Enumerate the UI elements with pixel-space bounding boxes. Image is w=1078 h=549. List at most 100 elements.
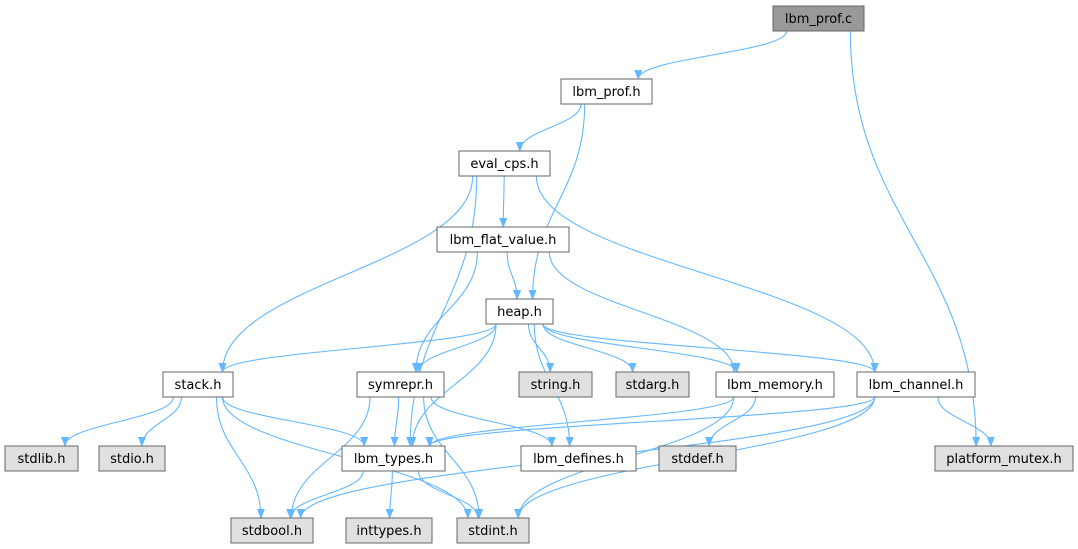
node-symrepr-h[interactable]: symrepr.h [356, 371, 445, 398]
edge-symrepr-h-to-stdint-h [423, 396, 484, 519]
edge-lbm-flat-value-h-to-symrepr-h [411, 251, 478, 373]
edge-line [221, 396, 369, 447]
node-label: lbm_memory.h [727, 378, 823, 393]
node-box [356, 371, 445, 398]
node-box [518, 371, 593, 398]
node-box [162, 371, 234, 398]
node-box [230, 517, 314, 544]
node-box [772, 5, 865, 32]
node-label: symrepr.h [368, 378, 433, 393]
edge-eval-cps-h-to-stack-h [218, 175, 474, 373]
edge-line [385, 470, 394, 519]
node-platform-mutex-h: platform_mutex.h [934, 445, 1074, 472]
edge-lbm-memory-h-to-stddef-h [705, 396, 757, 447]
node-box [4, 445, 79, 472]
node-lbm-memory-h[interactable]: lbm_memory.h [715, 371, 835, 398]
edge-line [417, 470, 483, 519]
edge-line [705, 396, 757, 447]
node-box [615, 371, 690, 398]
node-label: stddef.h [671, 452, 723, 467]
edge-eval-cps-h-to-lbm-types-h [406, 175, 478, 447]
node-label: lbm_prof.h [572, 85, 640, 100]
edge-line [137, 396, 183, 447]
edge-heap-h-to-string-h [527, 323, 555, 373]
edge-line [286, 470, 364, 519]
edge-symrepr-h-to-stdbool-h [287, 396, 371, 519]
edge-line [61, 396, 175, 447]
node-stdarg-h: stdarg.h [615, 371, 690, 398]
edge-line [215, 396, 265, 519]
edge-line [390, 396, 400, 447]
node-eval-cps-h[interactable]: eval_cps.h [458, 150, 551, 177]
edge-line [542, 323, 879, 373]
edge-line [542, 323, 741, 373]
edge-line [425, 396, 735, 447]
node-lbm-defines-h[interactable]: lbm_defines.h [520, 445, 637, 472]
node-box [456, 517, 530, 544]
edge-lbm-prof-h-to-eval-cps-h [515, 103, 582, 152]
edge-line [527, 323, 555, 373]
node-box [934, 445, 1074, 472]
edge-line [499, 175, 508, 228]
edge-lbm-flat-value-h-to-lbm-memory-h [548, 251, 739, 373]
node-box [341, 445, 446, 472]
edge-heap-h-to-lbm-channel-h [542, 323, 879, 373]
edge-line [535, 175, 879, 373]
node-inttypes-h: inttypes.h [345, 517, 433, 544]
edge-line [425, 396, 876, 447]
edge-line [506, 251, 522, 300]
edge-lbm-memory-h-to-lbm-types-h [425, 396, 735, 447]
edge-line [528, 103, 586, 300]
node-box [345, 517, 433, 544]
edge-line [937, 396, 995, 447]
edge-heap-h-to-symrepr-h [414, 323, 497, 373]
node-label: stdio.h [110, 452, 154, 467]
node-box [520, 445, 637, 472]
file-nodes: lbm_prof.c lbm_prof.h eval_cps.h lbm_flat_v… [4, 5, 1074, 544]
edge-heap-h-to-lbm-types-h [408, 323, 497, 447]
node-lbm-prof-c[interactable]: lbm_prof.c [772, 5, 865, 32]
node-box [458, 150, 551, 177]
node-stdio-h: stdio.h [98, 445, 166, 472]
edge-symrepr-h-to-lbm-defines-h [430, 396, 556, 447]
node-string-h: string.h [518, 371, 593, 398]
node-box [856, 371, 976, 398]
dependency-edges [61, 30, 995, 519]
node-box [658, 445, 737, 472]
node-box [485, 298, 554, 325]
node-stdlib-h: stdlib.h [4, 445, 79, 472]
node-label: stdarg.h [626, 378, 680, 393]
node-label: heap.h [497, 305, 542, 320]
edge-eval-cps-h-to-lbm-channel-h [535, 175, 879, 373]
node-label: platform_mutex.h [946, 452, 1062, 467]
edge-lbm-types-h-to-stdint-h [417, 470, 483, 519]
node-label: stdint.h [468, 524, 517, 539]
edge-line [515, 103, 582, 152]
edge-line [218, 323, 497, 373]
edge-lbm-prof-c-to-lbm-prof-h [634, 30, 788, 80]
node-lbm-types-h[interactable]: lbm_types.h [341, 445, 446, 472]
node-box [98, 445, 166, 472]
node-stdint-h: stdint.h [456, 517, 530, 544]
node-lbm-flat-value-h[interactable]: lbm_flat_value.h [436, 226, 570, 253]
edge-stack-h-to-stdio-h [137, 396, 183, 447]
edge-eval-cps-h-to-lbm-flat-value-h [499, 175, 508, 228]
edge-line [287, 396, 371, 519]
edge-line [406, 175, 478, 447]
edge-heap-h-to-stdarg-h [542, 323, 637, 373]
edge-lbm-types-h-to-inttypes-h [385, 470, 394, 519]
edge-line [411, 251, 478, 373]
node-label: lbm_types.h [354, 452, 433, 467]
edge-lbm-channel-h-to-lbm-types-h [425, 396, 876, 447]
edge-line [430, 396, 556, 447]
node-heap-h[interactable]: heap.h [485, 298, 554, 325]
node-lbm-channel-h[interactable]: lbm_channel.h [856, 371, 976, 398]
node-stdbool-h: stdbool.h [230, 517, 314, 544]
edge-symrepr-h-to-lbm-types-h [390, 396, 400, 447]
node-stack-h[interactable]: stack.h [162, 371, 234, 398]
edge-line [408, 323, 497, 447]
edge-line [218, 175, 474, 373]
node-lbm-prof-h[interactable]: lbm_prof.h [560, 78, 653, 105]
node-box [715, 371, 835, 398]
